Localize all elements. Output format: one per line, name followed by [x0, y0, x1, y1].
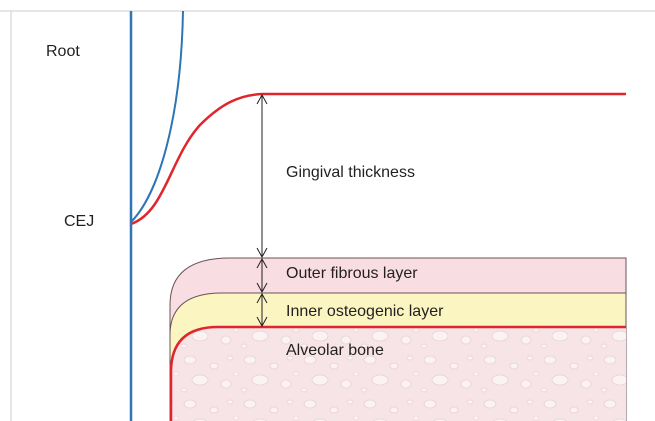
root-label: Root: [46, 44, 80, 60]
alveolar-bone: [171, 327, 626, 421]
gingival-thickness-label: Gingival thickness: [286, 165, 415, 181]
cej-label: CEJ: [64, 214, 94, 230]
gingival-surface-line: [131, 94, 626, 224]
alveolar-bone-label: Alveolar bone: [286, 343, 384, 359]
crown-outline: [131, 11, 183, 222]
outer-fibrous-layer-label: Outer fibrous layer: [286, 266, 418, 282]
inner-osteogenic-layer-label: Inner osteogenic layer: [286, 304, 443, 320]
